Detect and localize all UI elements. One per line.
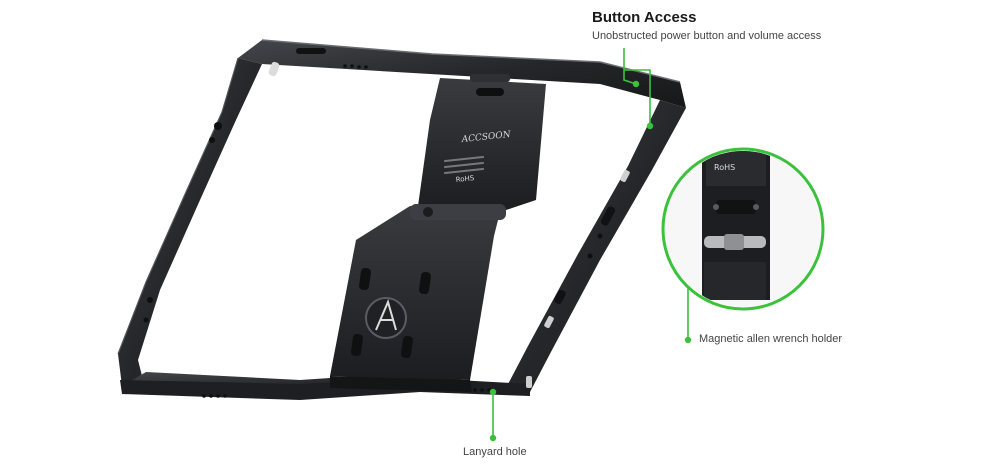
button-access-description: Unobstructed power button and volume acc…: [592, 30, 822, 42]
rohs-mark: RoHS: [455, 174, 475, 184]
accsoon-logo-icon: [365, 297, 407, 339]
callout-dot-icon: [489, 80, 692, 442]
lanyard-hole-label: Lanyard hole: [463, 446, 527, 458]
wrench-holder-label: Magnetic allen wrench holder: [699, 333, 843, 345]
wrench-holder-zoom-inset: RoHS: [661, 147, 825, 311]
zoom-rohs-mark: RoHS: [714, 163, 735, 172]
button-access-title: Button Access: [592, 9, 697, 26]
center-plate: ACCSOON RoHS: [330, 74, 546, 392]
